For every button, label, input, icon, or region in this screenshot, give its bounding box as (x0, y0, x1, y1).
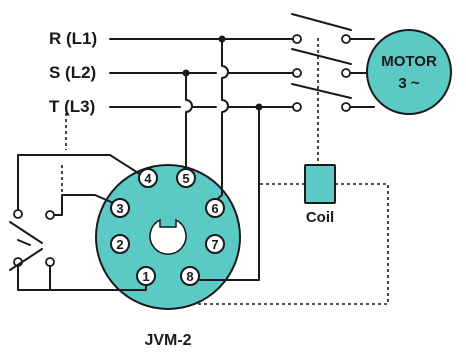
contactor-terminal-t-in (292, 102, 302, 112)
contactor-terminal-r-out (341, 34, 351, 44)
svg-text:2: 2 (116, 237, 123, 252)
junction-r (218, 35, 226, 43)
phase-line-s (109, 72, 298, 161)
contactor-contacts (291, 13, 352, 99)
svg-text:8: 8 (186, 269, 193, 284)
motor: MOTOR 3 ~ (366, 29, 452, 115)
phase-line-r (109, 38, 298, 137)
contactor-coil: Coil (304, 164, 336, 226)
pin-2: 2 (110, 234, 130, 254)
pin-5: 5 (176, 168, 196, 188)
model-label: JVM-2 (144, 332, 191, 349)
aux-terminal-2 (45, 210, 55, 220)
pin-8: 8 (180, 266, 200, 286)
motor-feed-wires (349, 38, 375, 108)
line-label-r: R (L1) (49, 29, 97, 48)
aux-contact (9, 209, 55, 291)
svg-text:7: 7 (211, 237, 218, 252)
contactor-terminal-s-in (292, 68, 302, 78)
pin-3: 3 (110, 198, 130, 218)
svg-text:5: 5 (182, 171, 189, 186)
line-label-t: T (L3) (49, 97, 95, 116)
motor-body (366, 29, 452, 115)
socket-key-hole (149, 218, 187, 255)
motor-phase-label: 3 ~ (398, 75, 420, 92)
svg-text:3: 3 (116, 201, 123, 216)
svg-text:4: 4 (144, 171, 152, 186)
aux-terminal-4 (45, 257, 55, 267)
pin-7: 7 (205, 234, 225, 254)
pin-6: 6 (205, 198, 225, 218)
svg-text:1: 1 (142, 269, 149, 284)
svg-text:6: 6 (211, 201, 218, 216)
contactor-terminal-t-out (341, 102, 351, 112)
socket-pins: 1 2 3 4 5 6 7 8 (110, 168, 225, 286)
motor-title: MOTOR (381, 53, 437, 70)
junction-s (182, 69, 190, 77)
contactor-terminal-s-out (341, 68, 351, 78)
aux-terminal-1 (13, 209, 23, 219)
coil-label: Coil (306, 209, 334, 226)
relay-socket (95, 164, 241, 310)
pin-1: 1 (136, 266, 156, 286)
contactor-terminal-r-in (292, 34, 302, 44)
pin-4: 4 (138, 168, 158, 188)
line-label-s: S (L2) (49, 63, 96, 82)
